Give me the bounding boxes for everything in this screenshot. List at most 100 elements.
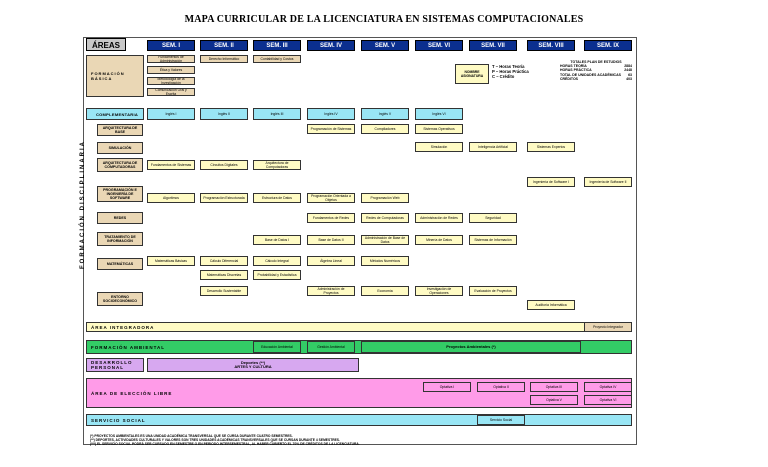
course-box: Inglés III (253, 108, 301, 120)
course-box: Administración de Redes (415, 213, 463, 223)
course-box: Optativa IV (584, 382, 632, 392)
legend-t: T – Horas Teoría (492, 64, 525, 69)
personal-development-box: Deportes (**) ARTES Y CULTURA (147, 358, 359, 372)
course-box: Optativa II (477, 382, 525, 392)
course-box: Evaluación de Proyectos (469, 286, 517, 296)
course-box: Matemáticas Básicas (147, 256, 195, 266)
course-box: Sistemas Operativos (415, 124, 463, 134)
complementary-area-label: COMPLEMENTARIA (86, 108, 144, 120)
course-box: Compiladores (361, 124, 409, 134)
course-box: Inglés VI (415, 108, 463, 120)
course-box: Programación Orientada a Objetos (307, 193, 355, 203)
course-box: Educación Ambiental (253, 341, 301, 353)
semester-header-5: SEM. V (361, 40, 409, 51)
subarea-label: ARQUITECTURA DE COMPUTADORAS (97, 158, 143, 172)
course-box: Administración de Base de Datos (361, 235, 409, 245)
semester-header-3: SEM. III (253, 40, 301, 51)
course-box: Redes de Computadoras (361, 213, 409, 223)
environment-area-label: FORMACIÓN AMBIENTAL (91, 344, 165, 350)
course-box: Proyectos Ambientales (*) (361, 341, 581, 353)
social-area-label: SERVICIO SOCIAL (91, 417, 146, 423)
course-box: Desarrollo Sustentable (200, 286, 248, 296)
course-box: Derecho Informático (200, 55, 248, 63)
basic-area-label: FORMACIÓN BÁSICA (86, 55, 144, 97)
course-box: Base de Datos II (307, 235, 355, 245)
course-box: Inglés I (147, 108, 195, 120)
course-box: Investigación de Operaciones (415, 286, 463, 296)
integration-area-band: ÁREA INTEGRADORA (86, 322, 632, 332)
course-box: Cálculo Diferencial (200, 256, 248, 266)
course-box: Sistemas de Información (469, 235, 517, 245)
subarea-label: ARQUITECTURA DE BASE (97, 124, 143, 136)
course-box: Inglés IV (307, 108, 355, 120)
course-box: Simulación (415, 142, 463, 152)
course-box: Optativa V (530, 395, 578, 405)
semester-header-2: SEM. II (200, 40, 248, 51)
course-box: Servicio Social (477, 415, 525, 425)
course-box: Comunicación Oral y Escrita (147, 88, 195, 96)
semester-header-9: SEM. IX (584, 40, 632, 51)
footnotes: (*) PROYECTOS AMBIENTALES ES UNA UNIDAD … (90, 434, 590, 446)
subarea-label: ENTORNO SOCIOECONÓMICO (97, 292, 143, 306)
course-box: Metodología de la Investigación (147, 77, 195, 85)
course-box: Gestión Ambiental (307, 341, 355, 353)
personal-area-label: DESARROLLO PERSONAL (86, 358, 144, 372)
semester-header-4: SEM. IV (307, 40, 355, 51)
course-box: Estructura de Datos (253, 193, 301, 203)
legend-text: T – Horas Teoría P – Horas Práctica C – … (492, 64, 552, 79)
footnote: (***) EL SERVICIO SOCIAL PODRÁ SER CURSA… (90, 442, 360, 446)
semester-header-8: SEM. VIII (527, 40, 575, 51)
course-box: Administración de Proyectos (307, 286, 355, 296)
course-box: Optativa VI (584, 395, 632, 405)
course-box: Circuitos Digitales (200, 160, 248, 170)
totals-title: TOTALES PLAN DE ESTUDIOS (570, 60, 622, 64)
course-box: Contabilidad y Costos (253, 55, 301, 63)
course-box: Inglés II (200, 108, 248, 120)
curricular-frame (83, 37, 637, 445)
semester-header-6: SEM. VI (415, 40, 463, 51)
course-box: Ingeniería de Software II (584, 177, 632, 187)
course-box: Programación de Sistemas (307, 124, 355, 134)
course-box: Optativa I (423, 382, 471, 392)
subarea-label: SIMULACIÓN (97, 142, 143, 154)
social-area-band: SERVICIO SOCIAL (86, 414, 632, 426)
course-box: Programación Web (361, 193, 409, 203)
subarea-label: TRATAMIENTO DE INFORMACIÓN (97, 232, 143, 246)
course-box: Matemáticas Discretas (200, 270, 248, 280)
course-box: Fundamentos de Sistemas (147, 160, 195, 170)
personal-title: Deportes (**) (240, 360, 266, 365)
course-box: Inteligencia Artificial (469, 142, 517, 152)
legend-c: C – Crédito (492, 74, 515, 79)
footnote: (**) DEPORTES, ACTIVIDADES CULTURALES Y … (90, 438, 340, 442)
subarea-label: REDES (97, 212, 143, 224)
footnote: (*) PROYECTOS AMBIENTALES ES UNA UNIDAD … (90, 434, 293, 438)
course-box: Optativa III (530, 382, 578, 392)
course-box: Métodos Numéricos (361, 256, 409, 266)
course-box: Cálculo Integral (253, 256, 301, 266)
semester-header-7: SEM. VII (469, 40, 517, 51)
course-box: Auditoría Informática (527, 300, 575, 310)
course-box: Sistemas Expertos (527, 142, 575, 152)
course-box: Inglés V (361, 108, 409, 120)
course-box: Programación Estructurada (200, 193, 248, 203)
semester-header-1: SEM. I (147, 40, 195, 51)
subarea-label: MATEMÁTICAS (97, 258, 143, 270)
course-box: Proyecto Integrador (584, 322, 632, 332)
course-box: Arquitectura de Computadoras (253, 160, 301, 170)
course-box: Algoritmos (147, 193, 195, 203)
course-box: Probabilidad y Estadística (253, 270, 301, 280)
legend-p: P – Horas Práctica (492, 69, 529, 74)
course-box: Álgebra Lineal (307, 256, 355, 266)
free-area-label: ÁREA DE ELECCIÓN LIBRE (91, 390, 173, 396)
course-box: Economía (361, 286, 409, 296)
page-title: MAPA CURRICULAR DE LA LICENCIATURA EN SI… (184, 14, 584, 25)
course-box: Seguridad (469, 213, 517, 223)
course-box: Ingeniería de Software I (527, 177, 575, 187)
subarea-label: PROGRAMACIÓN E INGENIERÍA DE SOFTWARE (97, 186, 143, 202)
course-box: Fundamentos de Administración (147, 55, 195, 63)
legend-box: NOMBRE ASIGNATURA (455, 64, 489, 84)
